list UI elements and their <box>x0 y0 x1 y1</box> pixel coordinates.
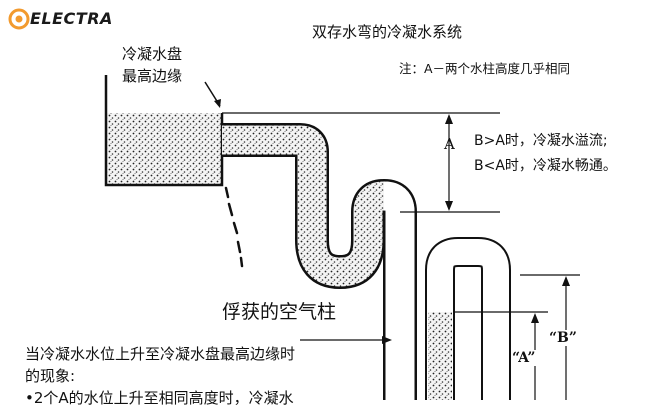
pan-water <box>106 113 222 185</box>
description-line1: 当冷凝水水位上升至冷凝水盘最高边缘时 <box>25 345 296 363</box>
trapped-air-arrow <box>300 336 392 344</box>
height-references <box>222 112 580 400</box>
right-b-label: “B” <box>548 330 578 346</box>
brand-logo-icon <box>8 8 30 30</box>
overflow-condition: B>A时，冷凝水溢流; <box>474 133 608 149</box>
pan-edge-label-line1: 冷凝水盘 <box>122 45 183 63</box>
water-drips <box>224 186 244 268</box>
smooth-condition: B<A时，冷凝水畅通。 <box>474 158 617 174</box>
diagram-title: 双存水弯的冷凝水系统 <box>312 23 463 41</box>
second-trap-inner <box>427 239 509 400</box>
a-label: A <box>444 135 455 153</box>
drain-pan <box>104 75 224 187</box>
pan-edge-arrow <box>204 81 221 108</box>
pan-edge-label-line2: 最高边缘 <box>122 67 183 85</box>
description-line3: •2个A的水位上升至相同高度时，冷凝水 <box>25 389 294 407</box>
second-trap <box>425 237 511 400</box>
trapped-air-label: 俘获的空气柱 <box>222 301 337 323</box>
first-trap-air <box>383 181 415 400</box>
diagram-note: 注：A－两个水柱高度几乎相同 <box>399 61 571 76</box>
first-trap-water <box>222 125 415 287</box>
second-trap-water <box>428 312 452 400</box>
brand-name: ELECTRA <box>30 9 113 28</box>
description-line2: 的现象: <box>25 367 76 385</box>
right-a-label: “A” <box>511 350 537 366</box>
